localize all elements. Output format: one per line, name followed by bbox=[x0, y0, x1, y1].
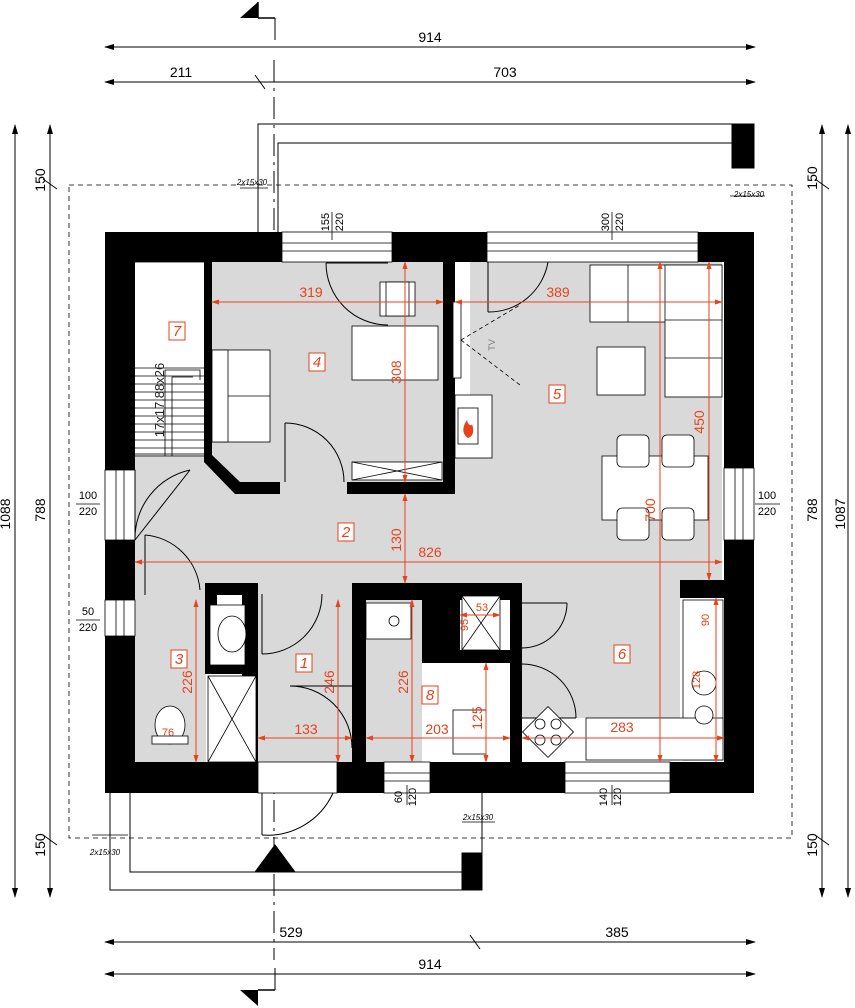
dim-top-right: 703 bbox=[493, 64, 517, 80]
dim-left-total: 1088 bbox=[0, 498, 13, 529]
section-marker-bottom bbox=[240, 990, 258, 1006]
bottom-window-1-height: 120 bbox=[407, 788, 419, 806]
dim-319: 319 bbox=[299, 284, 323, 300]
terrace-top bbox=[257, 123, 755, 232]
dim-bottom-right: 385 bbox=[605, 924, 629, 940]
room-6-number: 6 bbox=[618, 646, 627, 663]
vent-label-2: 2x15x30 bbox=[733, 190, 765, 199]
dim-203: 203 bbox=[425, 721, 449, 737]
entrance-arrow bbox=[254, 844, 296, 873]
dim-95: 95 bbox=[459, 619, 471, 631]
window-2-height: 220 bbox=[614, 213, 626, 231]
left-window-height: 220 bbox=[79, 622, 97, 634]
dim-bottom-total: 914 bbox=[418, 956, 442, 972]
bottom-window-2-height: 120 bbox=[612, 788, 624, 806]
dim-right-mid: 788 bbox=[804, 498, 820, 522]
room-2-number: 2 bbox=[341, 524, 351, 541]
room-4-number: 4 bbox=[313, 354, 321, 371]
window-1-width: 155 bbox=[320, 213, 332, 231]
left-door-height: 220 bbox=[79, 506, 97, 518]
room-3-number: 3 bbox=[175, 651, 184, 668]
stove bbox=[521, 705, 575, 759]
dim-bottom-left: 529 bbox=[279, 924, 303, 940]
dim-283: 283 bbox=[610, 719, 634, 735]
right-window-width: 100 bbox=[758, 490, 776, 502]
dimension-lines bbox=[12, 44, 851, 977]
dim-right-bottom: 150 bbox=[804, 833, 820, 857]
vent-label-3: 2x15x30 bbox=[462, 813, 494, 822]
dim-128: 128 bbox=[691, 671, 703, 689]
left-door-width: 100 bbox=[79, 490, 97, 502]
dim-right-total: 1087 bbox=[832, 498, 848, 529]
vent-label-4: 2x15x30 bbox=[89, 848, 121, 857]
room-8-number: 8 bbox=[426, 687, 435, 704]
dim-left-mid: 788 bbox=[32, 498, 48, 522]
room-5-number: 5 bbox=[553, 386, 562, 403]
dim-226-bathroom: 226 bbox=[179, 670, 195, 694]
bottom-window-2-width: 140 bbox=[598, 788, 610, 806]
dim-450: 450 bbox=[691, 410, 707, 434]
dim-right-top: 150 bbox=[804, 166, 820, 190]
stairs-label: 17x17,88x26 bbox=[152, 363, 167, 437]
dim-top-total: 914 bbox=[418, 29, 442, 45]
tv-unit bbox=[452, 301, 462, 379]
dim-top-left: 211 bbox=[170, 64, 193, 80]
left-window-width: 50 bbox=[82, 606, 94, 618]
dim-90: 90 bbox=[700, 614, 712, 626]
vent-pointer-lines bbox=[92, 187, 765, 836]
right-window-height: 220 bbox=[758, 506, 776, 518]
tv-label: TV bbox=[487, 339, 497, 351]
dim-308: 308 bbox=[388, 360, 404, 384]
desk bbox=[351, 325, 439, 381]
dim-826: 826 bbox=[418, 544, 442, 560]
bottom-window-1-width: 60 bbox=[393, 791, 405, 803]
furniture bbox=[151, 264, 724, 763]
section-marker-top bbox=[240, 2, 258, 18]
room-1-number: 1 bbox=[300, 655, 308, 672]
window-1-height: 220 bbox=[334, 213, 346, 231]
staircase bbox=[134, 367, 208, 457]
porch-bottom bbox=[109, 793, 483, 891]
dim-76: 76 bbox=[162, 727, 174, 739]
dim-133: 133 bbox=[294, 721, 318, 737]
dim-246: 246 bbox=[321, 670, 337, 694]
dim-226-storage: 226 bbox=[395, 670, 411, 694]
dim-389: 389 bbox=[546, 284, 570, 300]
door-swings bbox=[134, 261, 577, 836]
dim-700: 700 bbox=[642, 498, 658, 522]
dim-125: 125 bbox=[469, 706, 485, 730]
vent-label-1: 2x15x30 bbox=[236, 178, 268, 187]
inner-dimension-lines bbox=[134, 261, 725, 763]
stair-area bbox=[133, 261, 209, 455]
room-7-number: 7 bbox=[173, 323, 182, 340]
dim-130: 130 bbox=[388, 528, 404, 552]
fire-icon bbox=[463, 420, 474, 438]
dim-left-top: 150 bbox=[32, 168, 48, 192]
window-2-width: 300 bbox=[600, 213, 612, 231]
room-labels bbox=[168, 321, 631, 705]
roof-outline bbox=[68, 184, 793, 839]
dim-left-bottom: 150 bbox=[32, 833, 48, 857]
opening-label-lines bbox=[76, 212, 780, 805]
dim-53: 53 bbox=[476, 602, 488, 614]
